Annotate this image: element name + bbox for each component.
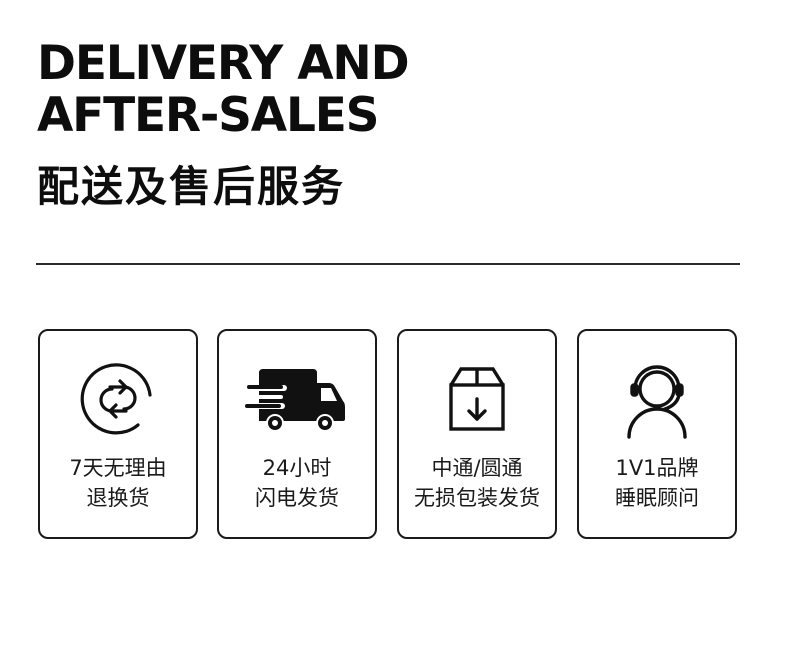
feature-label-line2: 无损包装发货 bbox=[414, 486, 540, 510]
title-line-2: AFTER-SALES bbox=[37, 88, 379, 143]
feature-label-line2: 睡眠顾问 bbox=[615, 486, 699, 510]
title-line-1: DELIVERY AND bbox=[37, 36, 410, 91]
package-box-icon bbox=[435, 357, 519, 441]
feature-card-consultant: 1V1品牌 睡眠顾问 bbox=[577, 329, 737, 539]
feature-label-line1: 中通/圆通 bbox=[431, 456, 523, 480]
return-exchange-icon bbox=[76, 357, 160, 441]
page-title-english: DELIVERY AND AFTER-SALES bbox=[37, 36, 410, 143]
customer-service-headset-icon bbox=[615, 357, 699, 441]
delivery-truck-icon bbox=[245, 357, 349, 441]
feature-label: 1V1品牌 睡眠顾问 bbox=[579, 453, 735, 513]
page-title-chinese: 配送及售后服务 bbox=[37, 162, 346, 211]
feature-card-shipping: 24小时 闪电发货 bbox=[217, 329, 377, 539]
feature-label: 24小时 闪电发货 bbox=[219, 453, 375, 513]
feature-label-line2: 闪电发货 bbox=[255, 486, 339, 510]
feature-label-line1: 7天无理由 bbox=[69, 456, 167, 480]
feature-label: 中通/圆通 无损包装发货 bbox=[399, 453, 555, 513]
feature-label-line1: 1V1品牌 bbox=[615, 456, 699, 480]
section-divider bbox=[36, 263, 740, 265]
feature-label: 7天无理由 退换货 bbox=[40, 453, 196, 513]
feature-label-line1: 24小时 bbox=[262, 456, 332, 480]
feature-card-returns: 7天无理由 退换货 bbox=[38, 329, 198, 539]
feature-card-packaging: 中通/圆通 无损包装发货 bbox=[397, 329, 557, 539]
feature-label-line2: 退换货 bbox=[86, 486, 150, 510]
